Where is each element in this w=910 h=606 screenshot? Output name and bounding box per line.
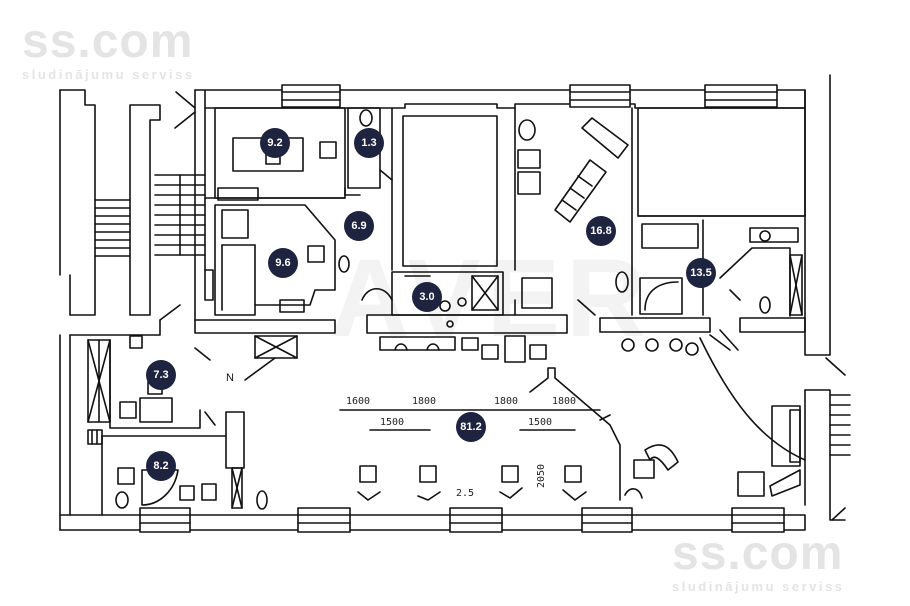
open-space xyxy=(225,329,851,521)
room-13-5 xyxy=(599,107,806,461)
room-area-badge: 6.9 xyxy=(344,211,374,241)
room-block-center xyxy=(366,115,568,363)
outer-walls xyxy=(59,74,846,533)
watermark-brand: ss.com xyxy=(22,15,194,68)
dimension-label: 1600 xyxy=(346,396,371,407)
dimension-label: 1500 xyxy=(380,417,405,428)
room-area-badge: 81.2 xyxy=(456,412,486,442)
dimension-label: 2050 xyxy=(536,463,547,488)
north-arrow-label: N xyxy=(226,372,234,384)
dimension-label: 1500 xyxy=(528,417,553,428)
room-area-badge: 3.0 xyxy=(412,282,442,312)
dimension-label: 1800 xyxy=(494,396,519,407)
watermark-tagline: sludinājumu serviss xyxy=(22,67,195,82)
room-area-badge: 16.8 xyxy=(586,216,616,246)
dimension-label: 1800 xyxy=(412,396,437,407)
watermark-top: ss.com sludinājumu serviss xyxy=(22,15,195,82)
room-area-badge: 7.3 xyxy=(146,360,176,390)
center-watermark: AVER xyxy=(330,237,652,360)
watermark-brand: ss.com xyxy=(672,527,844,580)
watermark-bottom: ss.com sludinājumu serviss xyxy=(672,527,845,594)
dimension-label: 1800 xyxy=(552,396,577,407)
rooms-left-bottom xyxy=(87,304,226,516)
room-area-badge: 13.5 xyxy=(686,258,716,288)
watermark-tagline: sludinājumu serviss xyxy=(672,579,845,594)
room-area-badge: 8.2 xyxy=(146,451,176,481)
stairwell xyxy=(94,91,206,316)
room-area-badge: 1.3 xyxy=(354,128,384,158)
room-area-badge: 9.2 xyxy=(260,128,290,158)
dimension-label: 2.5 xyxy=(456,488,475,499)
room-area-badge: 9.6 xyxy=(268,248,298,278)
room-block-left xyxy=(194,107,393,334)
room-16-8 xyxy=(514,107,633,316)
